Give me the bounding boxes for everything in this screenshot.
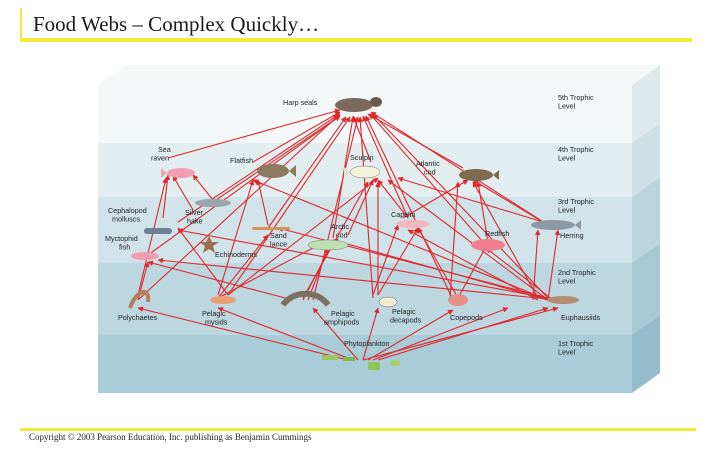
label-herring: Herring bbox=[560, 231, 584, 240]
sculpin-icon bbox=[344, 165, 381, 179]
sand-lance-icon bbox=[252, 227, 290, 230]
label-flatfish: Flatfish bbox=[230, 156, 253, 165]
title-accent-bar bbox=[20, 8, 22, 42]
title-underline bbox=[20, 38, 692, 42]
slide-title: Food Webs – Complex Quickly… bbox=[33, 12, 320, 36]
footer-rule bbox=[20, 428, 696, 431]
label-capelin: Capelin bbox=[391, 210, 415, 219]
pelagic-amphipod-icon bbox=[280, 290, 331, 307]
euphausiid-icon bbox=[547, 296, 579, 304]
myctophid-fish-icon bbox=[131, 252, 159, 260]
echinoderm-icon bbox=[199, 236, 219, 253]
sea-raven-icon bbox=[161, 168, 195, 178]
organism-icons bbox=[128, 97, 581, 370]
copyright-notice: Copyright © 2003 Pearson Education, Inc.… bbox=[29, 432, 312, 442]
silver-hake-icon bbox=[195, 199, 231, 207]
redfish-icon bbox=[471, 239, 505, 251]
label-harp-seals: Harp seals bbox=[283, 98, 318, 107]
label-echinoderms: Echinoderms bbox=[215, 250, 257, 259]
copepod-icon bbox=[448, 294, 468, 306]
herring-icon bbox=[531, 220, 581, 230]
harp-seal-icon bbox=[335, 97, 382, 112]
label-redfish: Redfish bbox=[485, 229, 509, 238]
phytoplankton-icon bbox=[322, 355, 400, 370]
label-phytoplankton: Phytoplankton bbox=[344, 339, 390, 348]
pelagic-mysid-icon bbox=[210, 296, 236, 304]
arctic-cod-icon bbox=[307, 239, 349, 251]
capelin-icon bbox=[396, 220, 430, 228]
polychaete-icon bbox=[128, 290, 151, 309]
label-sculpin: Sculpin bbox=[350, 153, 374, 162]
cephalopod-icon bbox=[144, 228, 172, 234]
trophic-level-bands bbox=[98, 65, 660, 393]
label-euphausiids: Euphausiids bbox=[561, 313, 601, 322]
atlantic-cod-icon bbox=[459, 169, 499, 181]
feeding-links bbox=[137, 108, 561, 361]
label-polychaetes: Polychaetes bbox=[118, 313, 158, 322]
label-copepods: Copepods bbox=[450, 313, 483, 322]
flatfish-icon bbox=[257, 164, 296, 178]
pelagic-decapod-icon bbox=[378, 296, 398, 308]
